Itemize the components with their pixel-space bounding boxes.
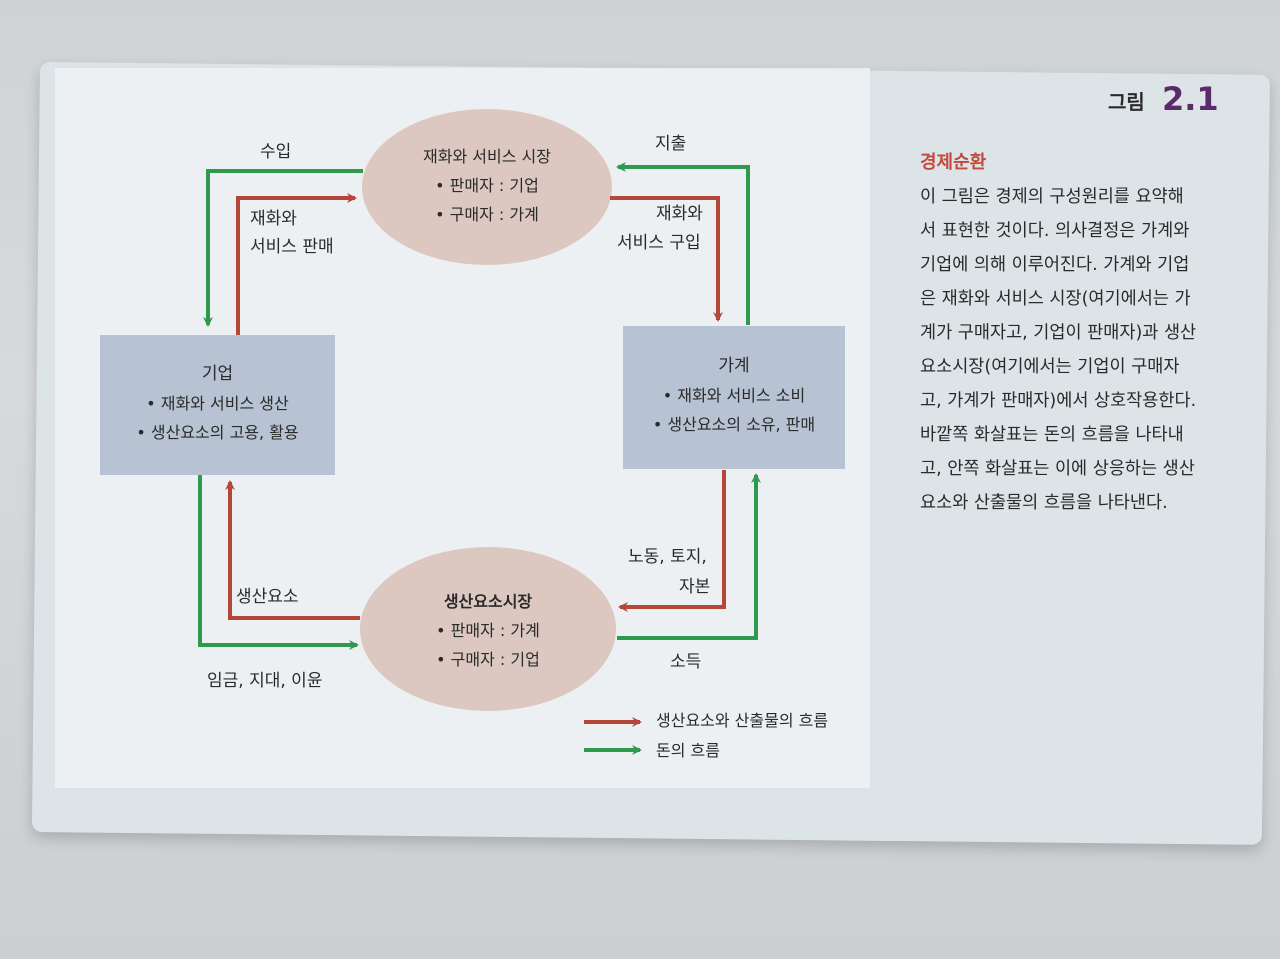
goods-bought-arrow — [610, 196, 723, 322]
caption-line: 고, 안쪽 화살표는 이에 상응하는 생산 — [920, 459, 1195, 479]
caption-title: 경제순환 — [920, 152, 987, 173]
caption-line: 기업에 의해 이루어진다. 가계와 기업 — [920, 255, 1190, 275]
spending-arrow — [616, 162, 750, 325]
firms-title: 기업 — [201, 364, 234, 384]
label-goods-sold-2: 서비스 판매 — [250, 237, 334, 257]
goods-market: 재화와 서비스 시장 • 판매자 : 기업 • 구매자 : 가계 — [387, 142, 587, 229]
label-labor-1: 노동, 토지, — [628, 547, 707, 567]
goods-market-buyer: • 구매자 : 가계 — [435, 205, 539, 224]
factors-arrow — [225, 480, 360, 620]
caption-line: 서 표현한 것이다. 의사결정은 가계와 — [920, 221, 1190, 241]
label-income: 소득 — [670, 652, 702, 672]
caption-line: 고, 가계가 판매자)에서 상호작용한다. — [920, 391, 1197, 411]
labor-arrow — [618, 470, 726, 612]
households-title: 가계 — [718, 356, 750, 376]
revenue-arrow — [203, 169, 363, 327]
factor-market-buyer: • 구매자 : 기업 — [436, 650, 540, 669]
households: 가계 • 재화와 서비스 소비 • 생산요소의 소유, 판매 — [623, 352, 845, 439]
caption-line: 요소시장(여기에서는 기업이 구매자 — [920, 357, 1180, 377]
legend-real-flow: 생산요소와 산출물의 흐름 — [656, 711, 829, 730]
factor-market-title: 생산요소시장 — [443, 592, 533, 611]
households-item-consume: • 재화와 서비스 소비 — [662, 386, 806, 405]
label-goods-sold-1: 재화와 — [250, 209, 297, 229]
label-revenue: 수입 — [260, 142, 292, 162]
label-goods-bought-1: 재화와 — [656, 204, 703, 224]
income-arrow — [617, 473, 761, 640]
firms-item-produce: • 재화와 서비스 생산 — [146, 394, 289, 413]
goods-market-ellipse — [362, 109, 612, 265]
firms: 기업 • 재화와 서비스 생산 • 생산요소의 고용, 활용 — [100, 360, 335, 447]
caption-line: 요소와 산출물의 흐름을 나타낸다. — [920, 493, 1168, 513]
label-goods-bought-2: 서비스 구입 — [617, 233, 701, 253]
label-wages: 임금, 지대, 이윤 — [207, 671, 323, 691]
factor-market: 생산요소시장 • 판매자 : 가계 • 구매자 : 기업 — [388, 587, 588, 674]
label-spending: 지출 — [655, 134, 687, 154]
goods-market-seller: • 판매자 : 기업 — [435, 176, 539, 195]
label-labor-2: 자본 — [679, 577, 711, 597]
firms-box — [100, 335, 335, 475]
caption-line: 계가 구매자고, 기업이 판매자)과 생산 — [920, 323, 1197, 343]
caption-line: 은 재화와 서비스 시장(여기에서는 가 — [920, 289, 1191, 309]
goods-market-title: 재화와 서비스 시장 — [423, 147, 551, 166]
caption-line: 이 그림은 경제의 구성원리를 요약해 — [920, 187, 1184, 207]
households-item-own: • 생산요소의 소유, 판매 — [652, 415, 816, 434]
firms-item-employ: • 생산요소의 고용, 활용 — [136, 423, 299, 442]
label-factors: 생산요소 — [236, 587, 299, 607]
factor-market-ellipse — [360, 547, 616, 711]
households-box — [623, 326, 845, 469]
caption-body: 이 그림은 경제의 구성원리를 요약해 서 표현한 것이다. 의사결정은 가계와… — [920, 180, 1255, 520]
legend-money-flow: 돈의 흐름 — [656, 741, 720, 760]
factor-market-seller: • 판매자 : 가계 — [436, 621, 540, 640]
caption-line: 바깥쪽 화살표는 돈의 흐름을 나타내 — [920, 425, 1184, 445]
wages-arrow — [198, 475, 359, 650]
goods-sold-arrow — [236, 193, 357, 335]
figure-label: 그림 — [1108, 90, 1145, 114]
figure-number: 2.1 — [1162, 80, 1219, 118]
